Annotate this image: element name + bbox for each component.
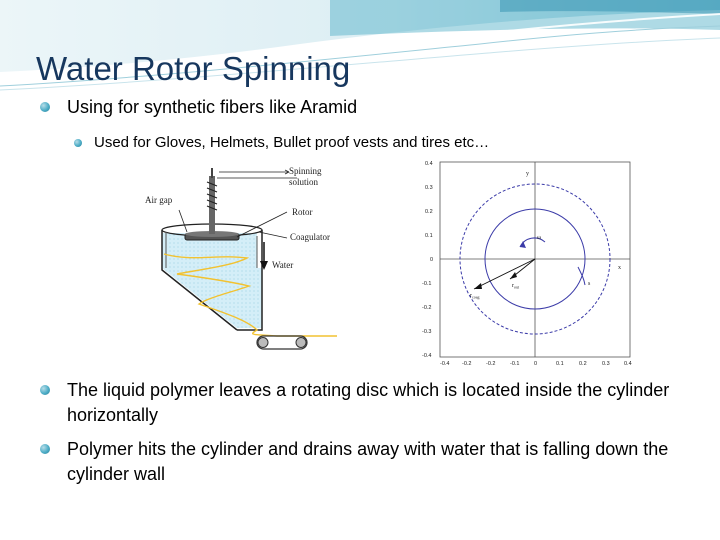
label-rotor: Rotor bbox=[292, 207, 313, 217]
bullet-dot-icon bbox=[74, 139, 82, 147]
y-tick-label: 0.1 bbox=[425, 233, 433, 239]
label-solution: solution bbox=[289, 177, 319, 187]
r-out-label: rout bbox=[512, 283, 520, 290]
x-tick-label: 0.4 bbox=[624, 361, 632, 367]
s-label: s bbox=[588, 281, 591, 287]
y-tick-label: -0.1 bbox=[422, 281, 431, 287]
sub-bullet-uses: Used for Gloves, Helmets, Bullet proof v… bbox=[74, 133, 674, 153]
x-tick-label: -0.2 bbox=[486, 361, 495, 367]
x-tick-label: 0.2 bbox=[579, 361, 587, 367]
label-water: Water bbox=[272, 260, 293, 270]
y-tick-label: -0.2 bbox=[422, 305, 431, 311]
omega-label: ω bbox=[537, 235, 541, 241]
slide-title: Water Rotor Spinning bbox=[36, 50, 351, 87]
water-rotor-apparatus-diagram: Air gap Spinning solution Rotor Coagulat… bbox=[145, 166, 337, 350]
x-tick-label: 0.3 bbox=[602, 361, 610, 367]
y-tick-label: -0.3 bbox=[422, 329, 431, 335]
x-tick-label: 0 bbox=[534, 361, 537, 367]
bullet-dot-icon bbox=[40, 102, 50, 112]
y-tick-label: 0.2 bbox=[425, 209, 433, 215]
x-tick-label: -0.2 bbox=[462, 361, 471, 367]
label-spinning: Spinning bbox=[289, 166, 322, 176]
bullet-polymer-hits-cylinder: Polymer hits the cylinder and drains awa… bbox=[40, 437, 680, 487]
y-tick-label: 0.4 bbox=[425, 161, 433, 167]
y-tick-label: 0 bbox=[430, 257, 433, 263]
bullet-dot-icon bbox=[40, 444, 50, 454]
y-tick-label: -0.4 bbox=[422, 353, 431, 359]
bullet-dot-icon bbox=[40, 385, 50, 395]
label-air-gap: Air gap bbox=[145, 195, 173, 205]
x-tick-label: 0.1 bbox=[556, 361, 564, 367]
r-coag-label: rcoag bbox=[470, 293, 480, 300]
x-axis-label: x bbox=[618, 265, 621, 271]
label-coagulator: Coagulator bbox=[290, 232, 330, 242]
bullet-liquid-polymer: The liquid polymer leaves a rotating dis… bbox=[40, 378, 680, 428]
x-tick-label: -0.4 bbox=[440, 361, 449, 367]
x-tick-label: -0.1 bbox=[510, 361, 519, 367]
y-axis-label: y bbox=[526, 171, 529, 177]
bullet-synthetic-fibers: Using for synthetic fibers like Aramid bbox=[40, 95, 680, 120]
trajectory-plot: 0.4 0.3 0.2 0.1 0 -0.1 -0.2 -0.3 -0.4 -0… bbox=[422, 161, 632, 367]
y-tick-label: 0.3 bbox=[425, 185, 433, 191]
header-wave-decoration bbox=[0, 0, 720, 91]
